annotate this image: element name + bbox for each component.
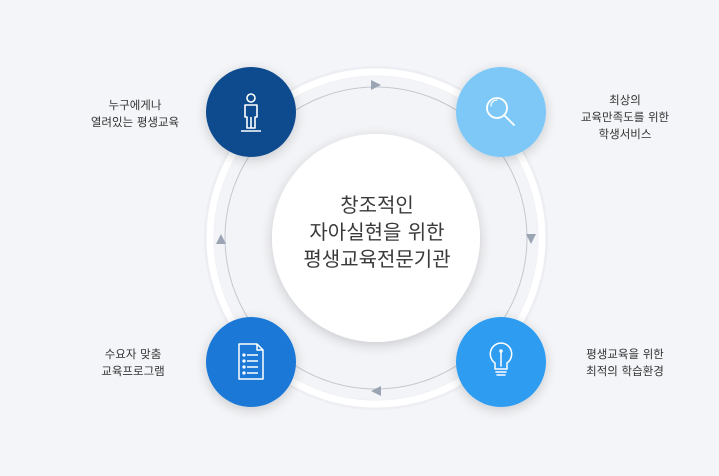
label-bottom-left-line-2: 교육프로그램 xyxy=(101,364,165,378)
arrow-left xyxy=(216,234,226,244)
node-top-left-circle xyxy=(206,67,296,157)
label-bottom-right-line-1: 평생교육을 위한 xyxy=(586,347,664,361)
arrow-bottom xyxy=(371,386,381,396)
label-top-left: 누구에게나 열려있는 평생교육 xyxy=(70,97,200,131)
node-top-left xyxy=(206,67,296,157)
node-bottom-left xyxy=(206,317,296,407)
center-title-line-3: 평생교육전문기관 xyxy=(303,247,451,271)
document-list-icon xyxy=(238,343,264,380)
arrow-top xyxy=(371,80,381,90)
node-top-right xyxy=(456,67,546,157)
center-title-line-1: 창조적인 xyxy=(340,193,414,217)
person-icon xyxy=(241,93,261,132)
center-title-line-2: 자아실현을 위한 xyxy=(309,220,445,244)
label-top-right: 최상의 교육만족도를 위한 학생서비스 xyxy=(560,92,690,143)
label-top-right-line-1: 최상의 xyxy=(609,93,641,107)
label-bottom-right-line-2: 최적의 학습환경 xyxy=(586,364,664,378)
lightbulb-icon xyxy=(489,342,513,376)
label-top-right-line-2: 교육만족도를 위한 xyxy=(580,110,670,124)
node-top-right-circle xyxy=(456,67,546,157)
magnifier-icon xyxy=(486,97,515,126)
arrow-right xyxy=(526,234,536,244)
center-circle xyxy=(272,134,480,342)
center-title: 창조적인 자아실현을 위한 평생교육전문기관 xyxy=(282,192,472,273)
outer-ring xyxy=(206,68,546,408)
label-top-right-line-3: 학생서비스 xyxy=(598,127,652,141)
node-bottom-left-circle xyxy=(206,317,296,407)
label-bottom-left: 수요자 맞춤 교육프로그램 xyxy=(68,346,198,380)
node-bottom-right xyxy=(456,317,546,407)
label-bottom-left-line-1: 수요자 맞춤 xyxy=(104,347,162,361)
label-top-left-line-2: 열려있는 평생교육 xyxy=(90,115,180,129)
label-bottom-right: 평생교육을 위한 최적의 학습환경 xyxy=(560,346,690,380)
label-top-left-line-1: 누구에게나 xyxy=(108,98,162,112)
